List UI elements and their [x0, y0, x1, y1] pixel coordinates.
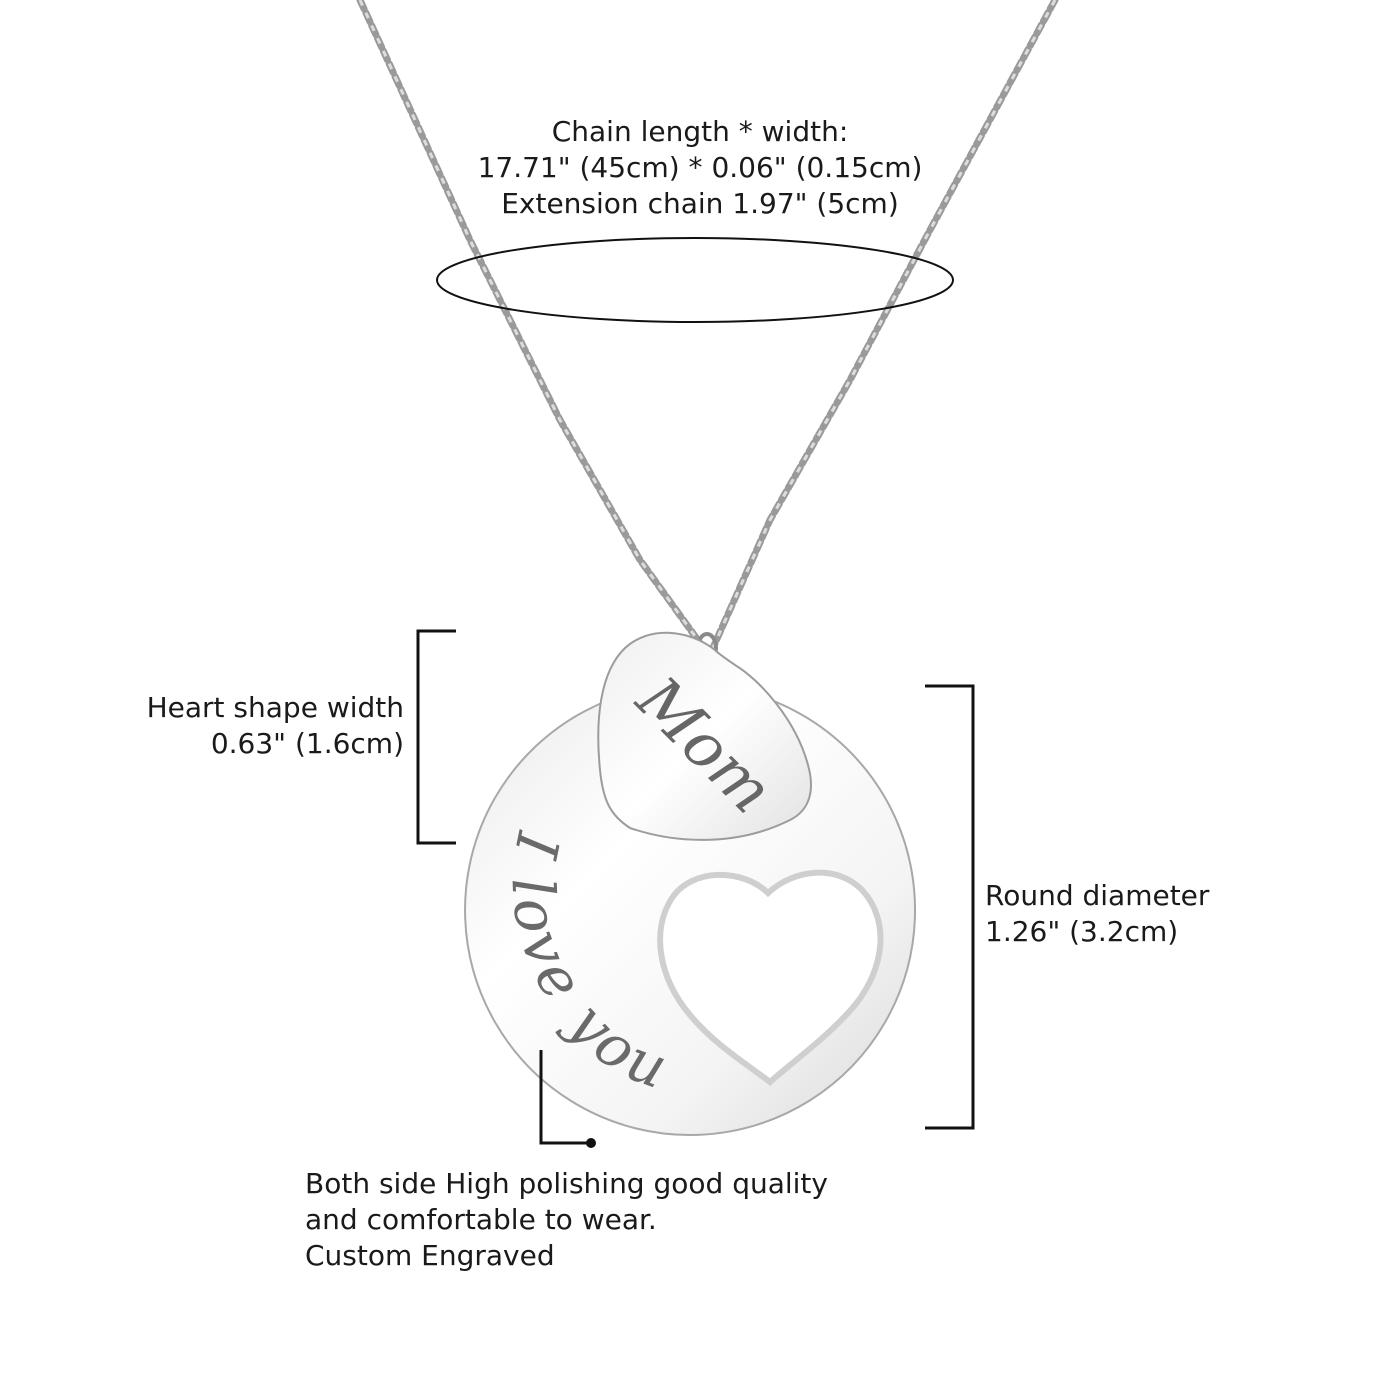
- heart-charm: Mom: [597, 631, 812, 841]
- heart-spec-label: Heart shape width 0.63" (1.6cm): [100, 690, 404, 762]
- quality-note-line-1: Both side High polishing good quality: [305, 1167, 828, 1200]
- heart-spec-line-1: Heart shape width: [146, 691, 404, 724]
- quality-note-line-2: and comfortable to wear.: [305, 1203, 657, 1236]
- round-spec-label: Round diameter 1.26" (3.2cm): [985, 878, 1285, 950]
- chain-spec-label: Chain length * width: 17.71" (45cm) * 0.…: [440, 114, 960, 222]
- round-spec-line-1: Round diameter: [985, 879, 1210, 912]
- chain-length-ellipse: [436, 237, 954, 323]
- heart-width-bracket: [416, 629, 456, 845]
- quality-note-line-3: Custom Engraved: [305, 1239, 555, 1272]
- round-spec-line-2: 1.26" (3.2cm): [985, 915, 1179, 948]
- round-diameter-bracket: [925, 684, 975, 1130]
- heart-spec-line-2: 0.63" (1.6cm): [210, 727, 404, 760]
- callout-dot: [586, 1138, 596, 1148]
- quality-callout-line: [539, 1050, 590, 1145]
- chain-spec-line-3: Extension chain 1.97" (5cm): [501, 187, 899, 220]
- chain-spec-line-2: 17.71" (45cm) * 0.06" (0.15cm): [477, 151, 923, 184]
- necklace-chain: [356, 0, 1059, 664]
- chain-spec-line-1: Chain length * width:: [551, 115, 849, 148]
- quality-note-label: Both side High polishing good quality an…: [305, 1166, 865, 1274]
